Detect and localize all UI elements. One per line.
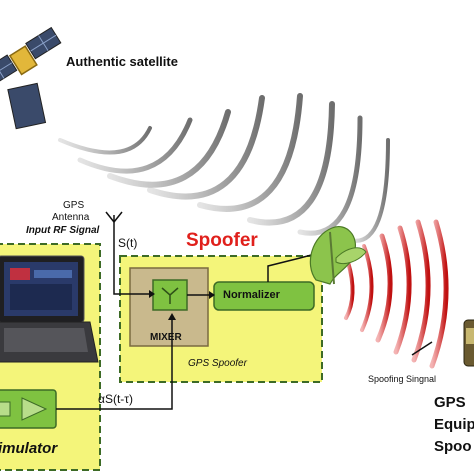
s-t-label: S(t) — [118, 236, 138, 250]
spoofing-signal-waves — [344, 219, 449, 369]
laptop-icon — [0, 255, 99, 363]
gps-equipment-label-line1: GPS — [434, 394, 466, 411]
gps-spoofer-label: GPS Spoofer — [188, 358, 247, 369]
simulator-to-mixer-line — [56, 315, 173, 410]
spoofing-signal-label: Spoofing Singnal — [368, 374, 437, 384]
gps-equipment-label-line2: Equip — [434, 416, 474, 433]
amplifier-icon — [21, 397, 48, 421]
tree-icon — [309, 226, 367, 285]
gps-device-icon — [463, 319, 474, 367]
antenna-icon — [105, 211, 123, 230]
signal-lines — [56, 230, 433, 410]
gps-antenna-label-line2: Antenna — [52, 212, 90, 223]
mixer-label: MIXER — [150, 332, 182, 343]
normalizer-label: Normalizer — [223, 289, 280, 301]
mixer-symbol-icon — [161, 287, 179, 304]
simulator-label: imulator — [0, 440, 58, 457]
simulator-block — [0, 389, 57, 429]
gps-antenna-label-line1: GPS — [63, 200, 85, 211]
satellite-icon — [0, 26, 62, 130]
spoofer-title: Spoofer — [186, 230, 258, 251]
input-signal-line — [113, 230, 153, 295]
alpha-signal-label: αS(t-τ) — [98, 392, 134, 406]
authentic-satellite-label: Authentic satellite — [66, 54, 178, 69]
input-rf-signal-label: Input RF Signal — [26, 225, 100, 236]
normalizer-block — [213, 281, 315, 311]
spoofing-signal-pointer — [411, 341, 433, 356]
satellite-signal-waves — [58, 93, 390, 243]
gps-equipment-label-line3: Spoo — [434, 438, 472, 455]
